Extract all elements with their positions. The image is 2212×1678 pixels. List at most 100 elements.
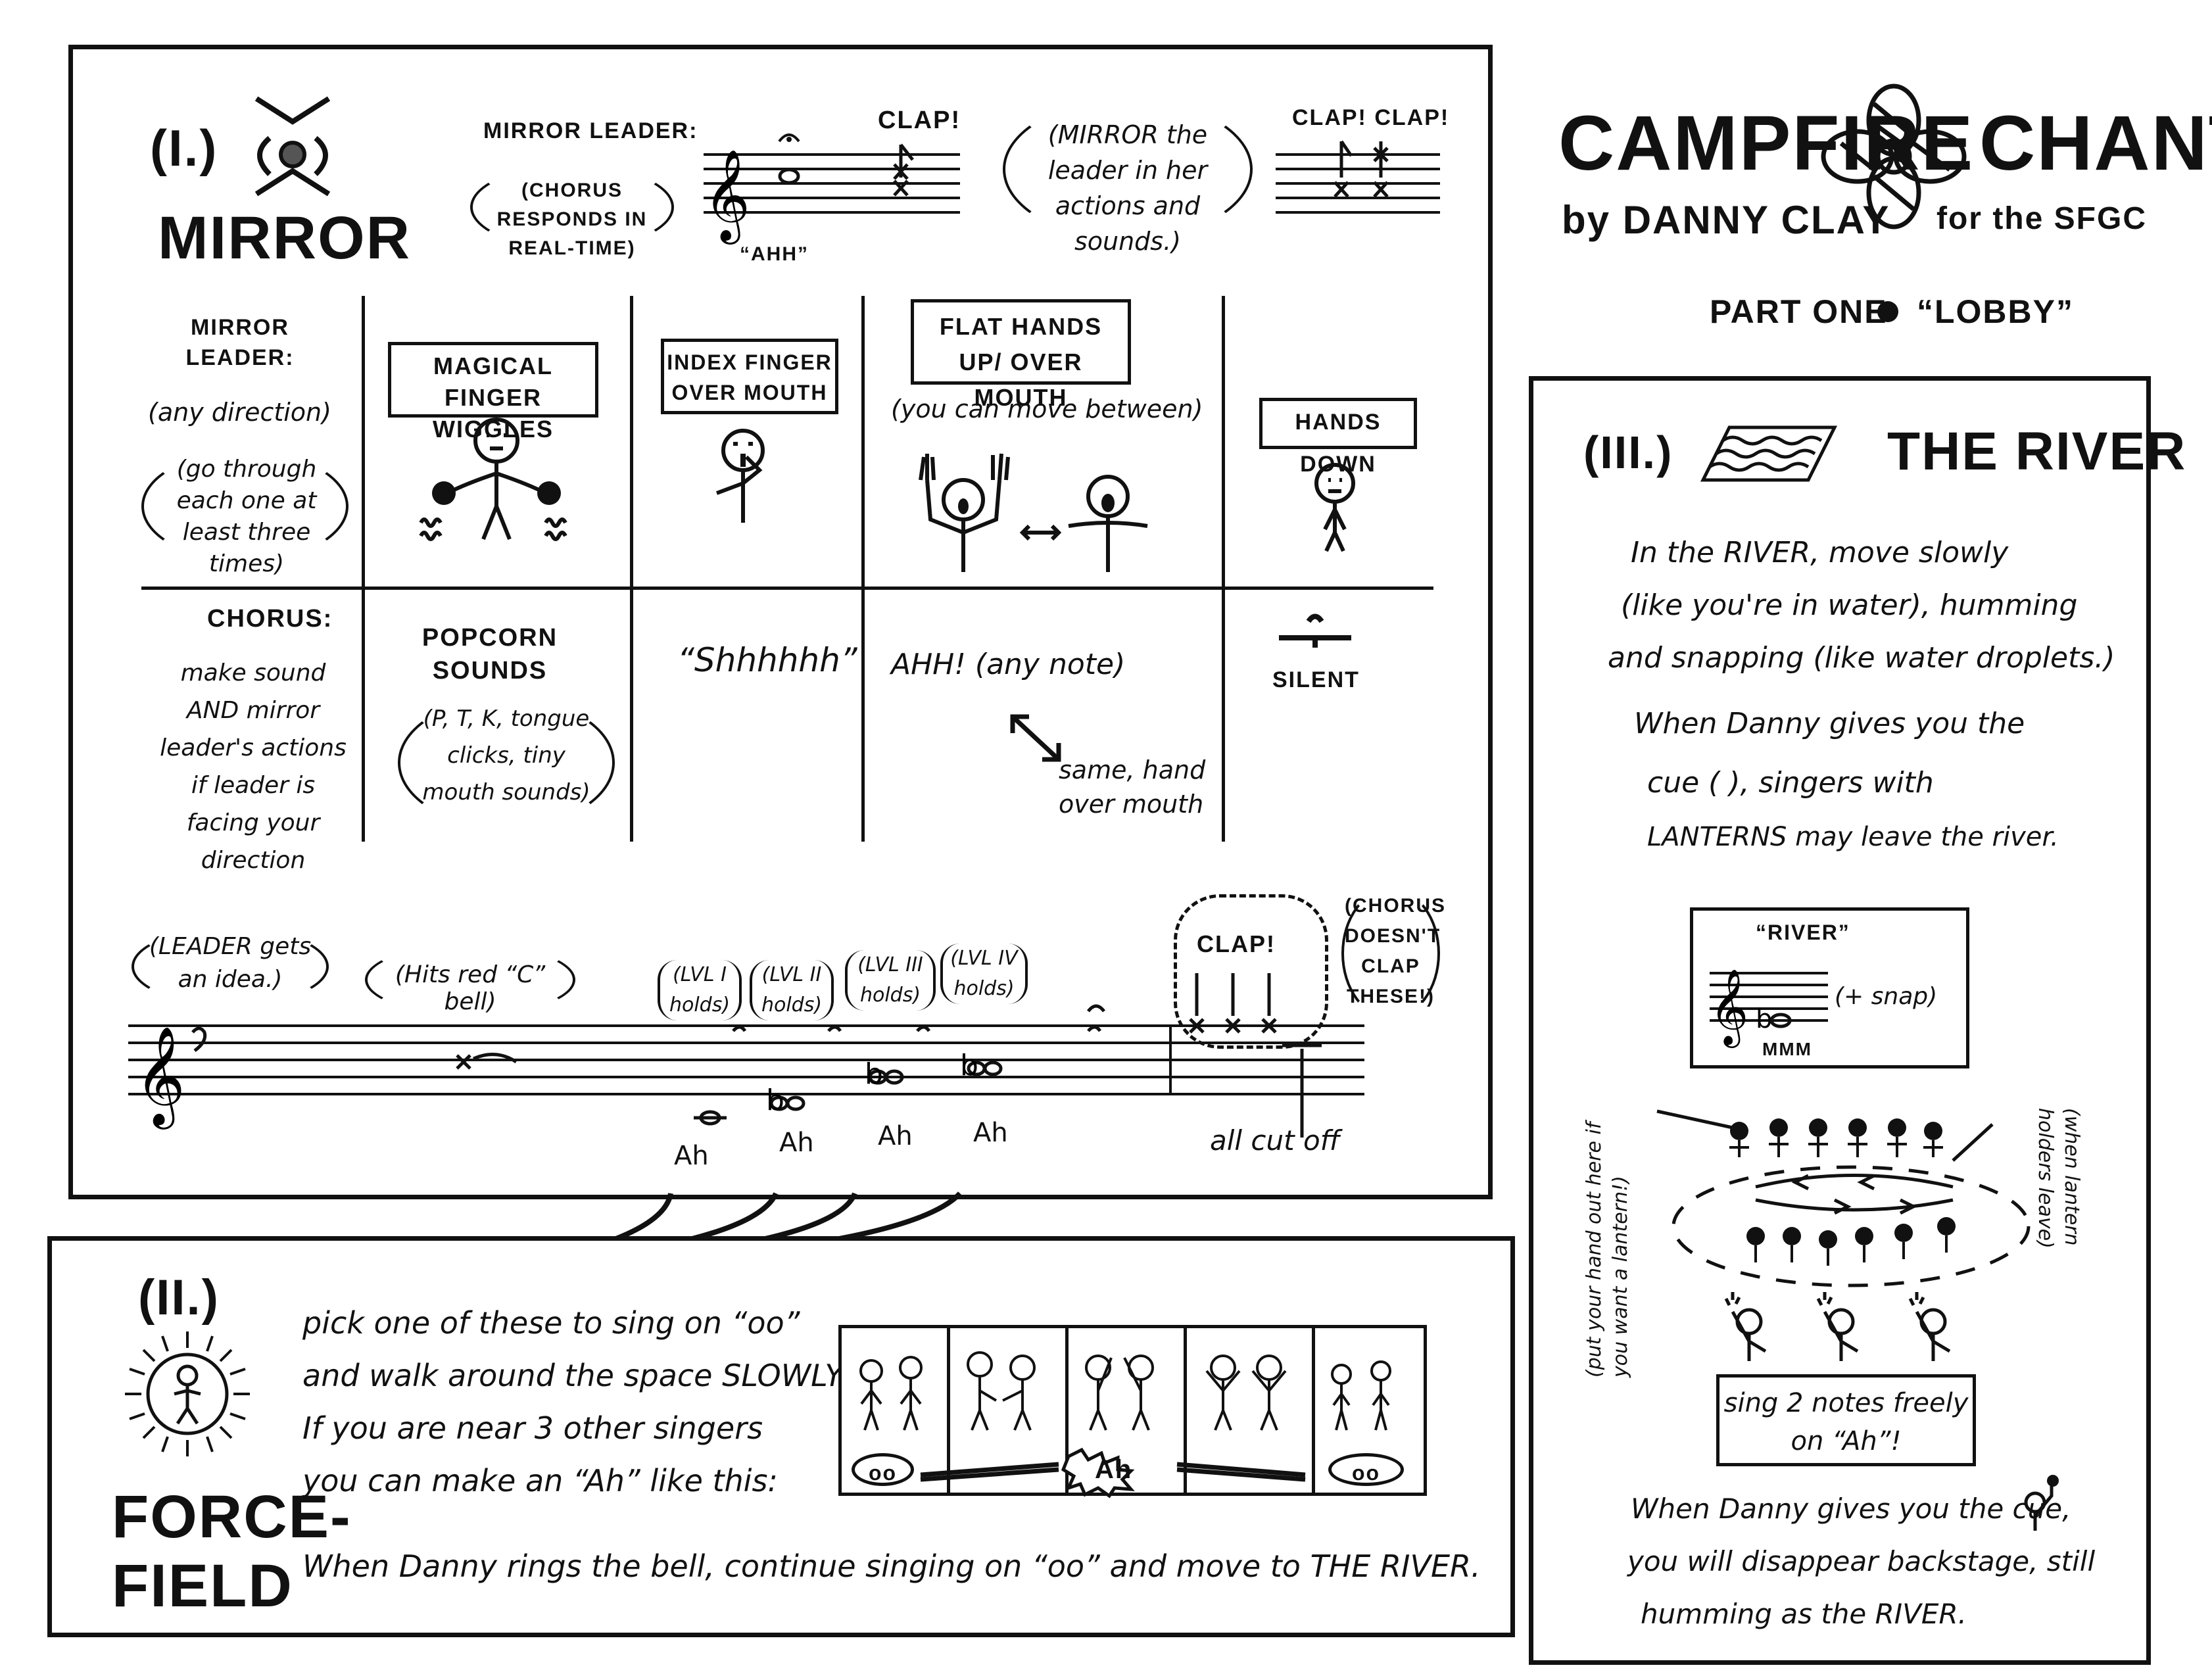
silent-figure-icon [1279,613,1351,648]
river-p3-l3: humming as the RIVER. [1641,1598,1967,1630]
lvl1-text: (LVL I holds) [658,960,742,1020]
forcefield-line-3: If you are near 3 other singers [302,1410,763,1446]
leader-idea-paren [132,927,329,1006]
flat-hands-figures-icon [919,453,1148,572]
mirror-leader-label: MIRROR LEADER: [483,118,698,143]
grid-vline-4 [1222,296,1225,842]
go-through-text: (go through each one at least three time… [176,456,317,577]
popcorn-title: POPCORN SOUNDS [421,624,558,684]
ah-center-label: Ah [1095,1455,1133,1484]
river-staff-title: “RIVER” [1756,921,1850,944]
strip-divider-3 [1184,1325,1187,1496]
lantern-leave-text: (when lantern holders leave) [2034,1108,2083,1249]
water-wave-icon [1700,425,1838,482]
svg-text:𝄞: 𝄞 [135,1025,185,1130]
mirror-heading: MIRROR [158,204,412,272]
strip-figures-icon [859,1351,1391,1431]
svg-text:b: b [766,1084,784,1117]
forcefield-panel [47,1236,1515,1637]
chorus-doesnt-text: (CHORUS DOESN'T CLAP THESE!) [1345,895,1446,1007]
river-p3-l1: When Danny gives you the cue, [1631,1493,2071,1525]
hits-bell-text: (Hits red “C” bell) [395,961,546,1015]
strip-divider-4 [1312,1325,1315,1496]
clap-label-1: CLAP! [878,107,961,134]
river-p1-l2: (like you're in water), humming [1621,588,2078,622]
lvl4-text: (LVL IV holds) [940,944,1028,1004]
mirror-staff-2 [1276,140,1440,214]
hands-down-box: HANDS DOWN [1259,398,1417,477]
lvl3-text: (LVL III holds) [845,950,936,1011]
ahh-any-note: AHH! (any note) [891,648,1126,681]
lantern-figures-icon [1724,1292,1951,1361]
magical-finger-box: MAGICAL FINGER WIGGLES [388,342,598,443]
row2-label: CHORUS: [207,605,333,633]
hands-down-figure-icon [1314,463,1355,552]
mirror-staff-bottom: 𝄞 b b b [128,973,1364,1138]
forcefield-line-5: When Danny rings the bell, continue sing… [302,1548,1481,1584]
move-between-text: (you can move between) [891,395,1203,423]
put-hand-text: (put your hand out here if you want a la… [1583,1122,1632,1378]
bullet-dot [1877,301,1898,322]
chorus-responds-paren [470,164,674,250]
chorus-desc: make sound AND mirror leader's actions i… [160,659,347,874]
grid-vline-3 [861,296,865,842]
river-staff: 𝄞 b [1710,968,1828,1048]
leader-idea-text: (LEADER gets an idea.) [149,933,312,993]
svg-text:b: b [960,1049,978,1082]
svg-text:𝄞: 𝄞 [704,149,750,245]
river-p2-l2: cue ( ), singers with [1647,766,1934,800]
river-singers-icon [1656,1109,2031,1287]
ah-1: Ah [674,1141,709,1171]
mirror-note-paren [1003,99,1253,240]
forcefield-heading-1: FORCE- [112,1483,352,1550]
forcefield-numeral: (II.) [138,1270,220,1326]
silent-label: SILENT [1272,667,1360,692]
river-p2-l3: LANTERNS may leave the river. [1647,822,2059,852]
ah-4: Ah [973,1118,1008,1148]
ah-3: Ah [878,1121,913,1151]
grid-hline [141,587,1433,590]
title-chants: CHANTS [1979,100,2212,187]
river-numeral: (III.) [1583,427,1673,478]
chorus-doesnt-paren [1341,888,1440,1019]
strip-divider-1 [947,1325,950,1496]
forcefield-heading-2: FIELD [112,1552,293,1619]
oo-right-bubble: oo [1328,1453,1404,1486]
any-direction: (any direction) [148,398,331,427]
oo-left-bubble: oo [852,1453,914,1486]
part-subtitle: “LOBBY” [1917,293,2074,330]
popcorn-paren [398,697,615,828]
index-finger-box: INDEX FINGER OVER MOUTH [661,339,838,414]
flower-logo-icon [1821,84,1967,229]
river-staff-box [1690,907,1969,1068]
clap-cloud [1174,894,1328,1049]
chorus-responds-text: (CHORUS RESPONDS IN REAL-TIME) [496,180,648,259]
part-label: PART ONE [1710,293,1888,330]
forcefield-line-4: you can make an “Ah” like this: [302,1463,778,1498]
danny-cue-icon [2024,1475,2059,1531]
mirror-panel [68,45,1493,1199]
ah-2: Ah [779,1128,814,1158]
river-heading: THE RIVER [1887,421,2187,481]
river-snap: (+ snap) [1835,983,1938,1010]
river-p3-l2: you will disappear backstage, still [1627,1545,2096,1577]
mirror-note-text: (MIRROR the leader in her actions and so… [1047,120,1208,256]
mirror-staff-1: 𝄞 [704,133,960,245]
mirror-face-icon [254,96,331,197]
svg-text:b: b [1756,1004,1772,1034]
go-through-paren [141,450,349,562]
shh-text: “Shhhhhh” [677,641,857,679]
forcefield-line-1: pick one of these to sing on “oo” [302,1305,800,1341]
finger-wiggle-figure-icon [419,418,567,541]
popcorn-desc: (P, T, K, tongue clicks, tiny mouth soun… [422,706,590,805]
river-p1-l3: and snapping (like water droplets.) [1608,641,2115,675]
row1-label: MIRROR LEADER: [185,315,295,370]
index-finger-figure-icon [715,429,765,523]
svg-text:b: b [865,1057,883,1091]
clap-label-2: CLAP! CLAP! [1292,105,1450,130]
river-p1-l1: In the RIVER, move slowly [1631,536,2009,569]
double-arrow-icon [1010,714,1061,762]
lvl2-text: (LVL II holds) [750,960,834,1020]
flat-hands-box: FLAT HANDS UP/ OVER MOUTH [911,299,1131,411]
title-by: by DANNY CLAY [1562,198,1890,242]
